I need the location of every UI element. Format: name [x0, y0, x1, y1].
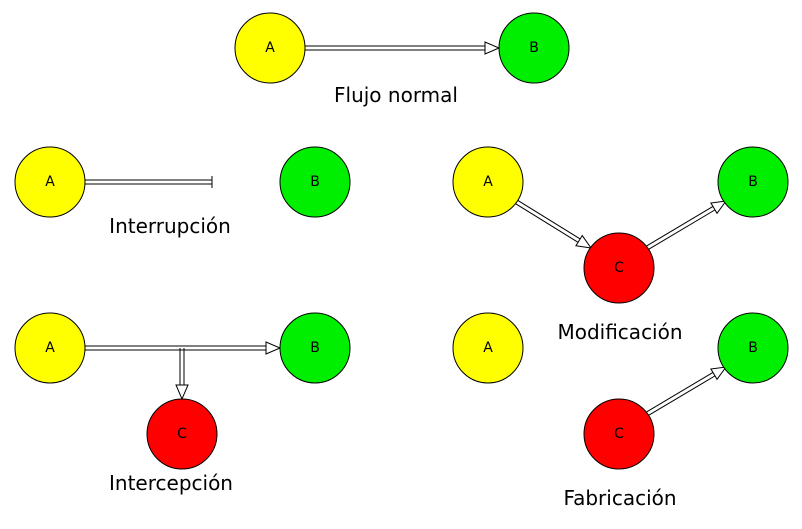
interception-edge-tap-c [175, 348, 189, 401]
diagram-edges [85, 41, 728, 417]
modification-node-a-label: A [483, 174, 493, 190]
fabrication-node-b-circle [717, 312, 789, 384]
interception-edge-a-b-head [265, 341, 282, 355]
interruption-node-b: B [279, 146, 351, 218]
modification-edge-c-b [645, 200, 728, 251]
normal-node-b-label: B [529, 40, 539, 56]
interruption-node-b-circle [279, 146, 351, 218]
interception-edge-a-b [85, 341, 282, 355]
fabrication-node-a: A [452, 312, 524, 384]
modification-node-c: C [583, 232, 655, 304]
normal-edge-a-b [305, 41, 501, 55]
normal-edge-a-b-head [484, 41, 501, 55]
fabrication-node-b-label: B [748, 340, 758, 356]
interception-edge-tap-c-head [175, 384, 189, 401]
normal-node-a: A [234, 12, 306, 84]
modification-node-b-circle [717, 146, 789, 218]
diagram-captions: Flujo normal Interrupción Modificación I… [109, 83, 683, 510]
fabrication-node-b: B [717, 312, 789, 384]
fabrication-edge-c-b-head [710, 366, 728, 381]
normal-node-b: B [498, 12, 570, 84]
modification-edge-c-b-head [710, 200, 728, 215]
modification-node-c-label: C [614, 260, 624, 276]
caption-fabrication: Fabricación [563, 486, 676, 510]
fabrication-node-c: C [583, 398, 655, 470]
modification-node-b-label: B [748, 174, 758, 190]
interception-node-c-label: C [177, 426, 187, 442]
modification-edge-a-c-head [575, 234, 593, 249]
fabrication-node-c-circle [583, 398, 655, 470]
fabrication-node-a-circle [452, 312, 524, 384]
fabrication-edge-c-b [645, 366, 728, 417]
diagram-nodes: A B A B A B C A B C A B C [14, 12, 789, 470]
interception-node-a: A [14, 312, 86, 384]
fabrication-node-a-label: A [483, 340, 493, 356]
fabrication-node-c-label: C [614, 426, 624, 442]
interruption-node-a: A [14, 146, 86, 218]
modification-node-a: A [452, 146, 524, 218]
caption-interruption: Interrupción [109, 214, 231, 238]
modification-node-b: B [717, 146, 789, 218]
interception-node-b-label: B [310, 340, 320, 356]
interception-node-b-circle [279, 312, 351, 384]
interruption-node-a-circle [14, 146, 86, 218]
interception-node-c: C [146, 398, 218, 470]
modification-node-a-circle [452, 146, 524, 218]
interception-node-a-circle [14, 312, 86, 384]
interruption-node-a-label: A [45, 174, 55, 190]
normal-node-b-circle [498, 12, 570, 84]
modification-edge-a-c [513, 198, 593, 249]
normal-node-a-label: A [265, 40, 275, 56]
normal-node-a-circle [234, 12, 306, 84]
interception-node-a-label: A [45, 340, 55, 356]
caption-normal: Flujo normal [334, 83, 458, 107]
interruption-node-b-label: B [310, 174, 320, 190]
interception-node-b: B [279, 312, 351, 384]
caption-interception: Intercepción [109, 471, 233, 495]
modification-node-c-circle [583, 232, 655, 304]
caption-modification: Modificación [557, 320, 682, 344]
interruption-edge-a-stub [85, 176, 213, 188]
interception-node-c-circle [146, 398, 218, 470]
